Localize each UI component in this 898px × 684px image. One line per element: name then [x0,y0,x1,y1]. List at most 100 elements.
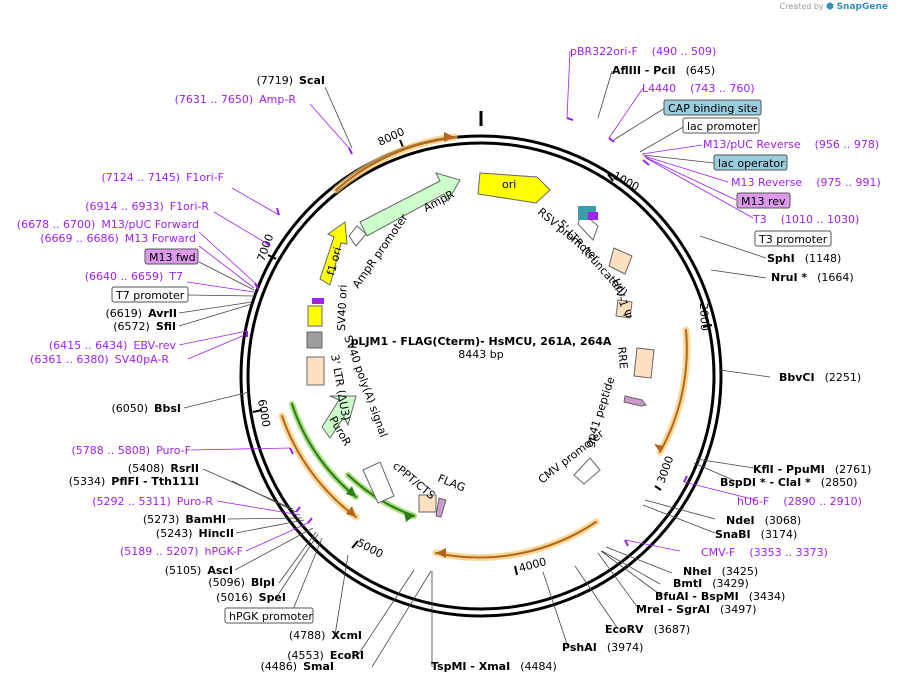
feature-label-sv40ori: SV40 ori [335,284,350,331]
site-name: PflFI - Tth111I [111,475,199,488]
site-name: M13/pUC Forward [101,218,199,231]
feature-label-ori: ori [502,178,516,191]
site-coords: (5408) [128,462,165,475]
site-name: BbvCI [779,371,815,384]
site-label: (5189 .. 5207)hPGK-F [120,545,243,558]
site-coords: (6678 .. 6700) [17,218,96,231]
site-name: EcoRV [605,623,644,636]
site-name: AvrII [148,307,177,320]
feature-label-cppt: cPPT/CTS [390,459,438,502]
box-m13-fwd [144,248,199,265]
tick-6000: 6000 [255,398,273,428]
site-coords: (4553) [287,649,324,662]
site-coords: (3434) [749,590,786,603]
site-label: (4553) EcoRI [287,649,364,662]
tick-5000: 5000 [355,536,386,561]
box-text-t3-promoter: T3 promoter [758,233,828,246]
box-text-cap: CAP binding site [668,102,758,115]
site-label: (5334)PflFI - Tth111I [69,475,199,488]
site-label: (5273)BamHI [143,513,226,526]
feature-label-f1ori: f1 ori [324,246,344,277]
site-name: T7 [168,270,183,283]
site-coords: (5016) [216,591,253,604]
site-label: (5105)AscI [165,564,233,577]
plasmid-length: 8443 bp [458,348,503,361]
site-label: NdeI (3068) [726,514,801,527]
site-label: (5292 .. 5311)Puro-R [92,495,213,508]
site-label: L4440 (743 .. 760) [642,82,755,95]
site-name: ScaI [299,74,325,87]
site-coords: (2761) [835,463,872,476]
site-label: PshAI(3974) [562,641,643,654]
site-name: EcoRI [330,649,364,662]
feature-label-hiv: HIV-1 Ψ [609,277,634,321]
site-coords: (6914 .. 6933) [85,200,164,213]
site-name: MreI - SgrAI [636,603,710,616]
feature-ampr [359,172,461,237]
site-label: M13 Reverse(975 .. 991) [731,176,881,189]
box-hpgk-promoter [224,607,314,624]
site-coords: (3068) [765,514,802,527]
site-name: NdeI [726,514,755,527]
site-label: hU6-F(2890 .. 2910) [737,495,862,508]
box-cap-binding-site [663,99,762,116]
site-label: AflIII - PciI (645) [612,64,715,77]
site-label: (6572)SfiI [113,320,176,333]
site-name: SnaBI [715,528,751,541]
tick-1000: 1000 [611,169,642,194]
plasmid-name: pLJM1 - FLAG(Cterm)- HsMCU, 261A, 264A [351,335,612,348]
site-coords: (5292 .. 5311) [92,495,171,508]
boxed-labels: CAP binding site lac promoter lac operat… [111,99,832,624]
box-t3-promoter [754,230,832,247]
site-coords: (1664) [817,271,854,284]
site-label: T3(1010 .. 1030) [752,213,859,226]
site-name: AscI [207,564,233,577]
site-name: hPGK-F [205,545,243,558]
site-coords: (3174) [761,528,798,541]
site-label: (7631 .. 7650) Amp-R [175,93,297,106]
site-name: HincII [198,527,234,540]
site-name: RsrII [170,462,199,475]
site-label: KflI - PpuMI (2761) [753,463,871,476]
site-label: EcoRV(3687) [605,623,690,636]
site-label: (5096)BlpI [208,576,275,589]
site-coords: (743 .. 760) [690,82,755,95]
site-label: (4788)XcmI [289,629,362,642]
site-name: Amp-R [259,93,296,106]
site-name: F1ori-F [186,171,224,184]
site-label: BspDI * - ClaI *(2850) [720,476,857,489]
box-text-m13-rev: M13 rev [741,195,786,208]
feature-amppromoter [348,225,367,247]
site-coords: (6619) [106,307,143,320]
backbone-inner [246,141,716,611]
site-coords: (956 .. 978) [815,138,880,151]
site-name: EBV-rev [133,339,176,352]
site-coords: (4484) [520,660,557,673]
site-coords: (7631 .. 7650) [175,93,254,106]
site-name: AflIII - PciI [612,64,676,77]
site-coords: (6640 .. 6659) [85,270,164,283]
site-name: SV40pA-R [115,353,170,366]
site-name: KflI - PpuMI [753,463,825,476]
site-name: L4440 [642,82,676,95]
box-m13-rev [736,192,791,209]
site-label: BbvCI(2251) [779,371,861,384]
site-coords: (4788) [289,629,326,642]
site-coords: (5243) [156,527,193,540]
site-label: SphI(1148) [767,252,841,265]
site-name: T3 [752,213,767,226]
feature-puror [321,395,357,439]
site-coords: (645) [686,64,716,77]
site-name: BbsI [154,402,181,415]
site-label: (5243) HincII [156,527,234,540]
box-text-m13-fwd: M13 fwd [149,251,196,264]
site-coords: (6415 .. 6434) [49,339,128,352]
feature-gp41 [623,395,647,407]
box-lac-operator [713,154,788,171]
site-name: SfiI [156,320,176,333]
site-coords: (3497) [720,603,757,616]
site-label: (7124 .. 7145)F1ori-F [102,171,225,184]
site-label: (4486)SmaI [261,660,334,673]
box-t7-promoter [111,286,189,303]
